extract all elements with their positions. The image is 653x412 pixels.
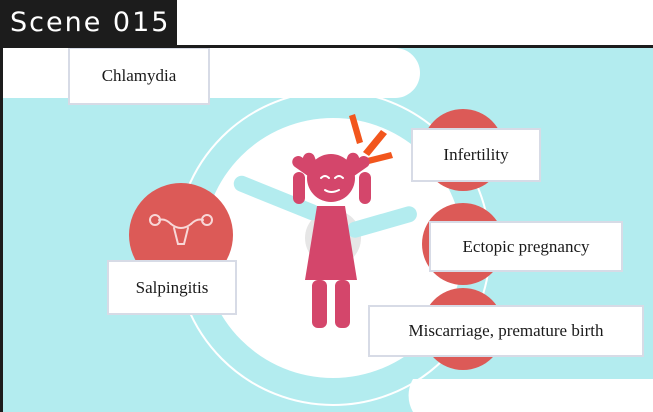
chlamydia-label: Chlamydia <box>68 47 210 105</box>
scene-frame: Chlamydia Salpingitis Infertility Ectopi… <box>0 45 653 412</box>
bottom-banner <box>409 379 653 412</box>
infertility-label: Infertility <box>411 128 541 182</box>
ectopic-pregnancy-label: Ectopic pregnancy <box>429 221 623 272</box>
scene-title: Scene 015 <box>0 0 177 45</box>
top-banner <box>3 48 420 98</box>
disease-badge <box>27 55 65 93</box>
salpingitis-label: Salpingitis <box>107 260 237 315</box>
miscarriage-label: Miscarriage, premature birth <box>368 305 644 357</box>
